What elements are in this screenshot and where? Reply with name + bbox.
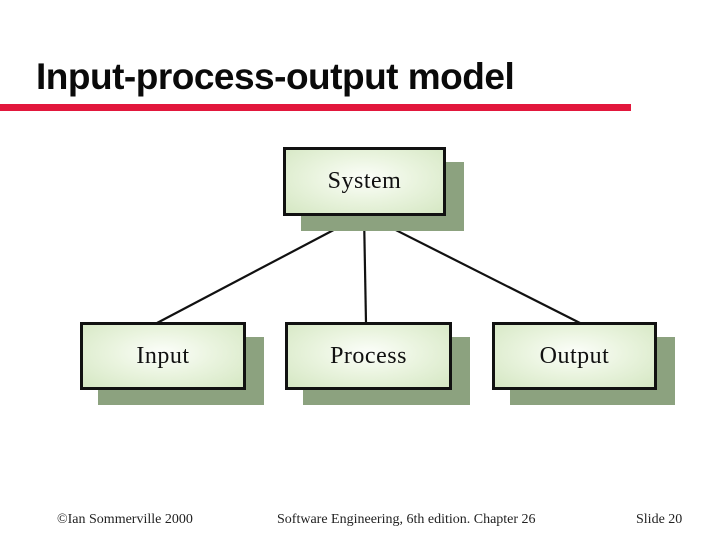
diagram-node-output: Output	[492, 322, 657, 390]
footer-copyright: ©Ian Sommerville 2000	[57, 512, 193, 527]
connector-system-input	[156, 213, 365, 324]
slide-title: Input-process-output model	[36, 56, 515, 97]
node-label-system: System	[327, 168, 402, 194]
node-label-process: Process	[330, 342, 407, 369]
footer-course-title: Software Engineering, 6th edition. Chapt…	[277, 512, 536, 527]
diagram-node-input: Input	[80, 322, 246, 390]
connector-system-process	[362, 213, 368, 324]
node-label-output: Output	[539, 342, 610, 369]
footer-slide-number: Slide 20	[636, 512, 683, 527]
node-label-input: Input	[136, 342, 190, 369]
title-underline	[0, 104, 631, 111]
diagram-node-system: System	[283, 147, 446, 216]
connector-system-output	[363, 213, 581, 324]
diagram-node-process: Process	[285, 322, 452, 390]
